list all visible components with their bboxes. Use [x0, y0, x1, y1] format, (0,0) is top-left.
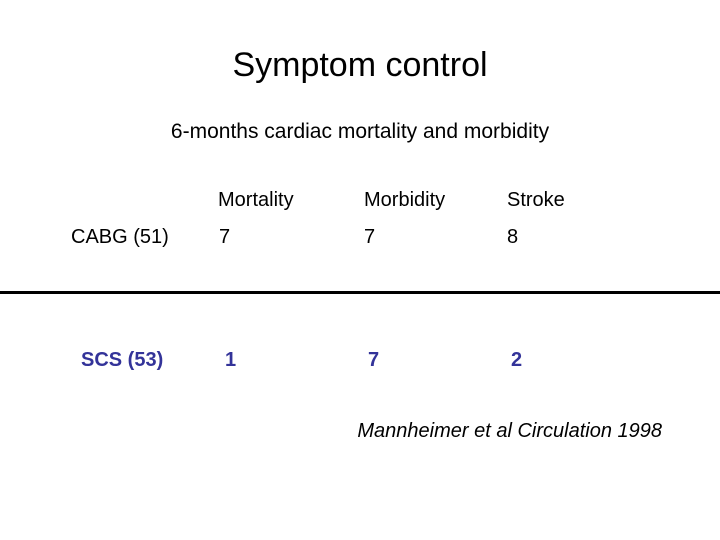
row-label-cabg: CABG (51) — [71, 226, 169, 248]
horizontal-divider — [0, 291, 720, 294]
cell-scs-mortality: 1 — [225, 349, 237, 371]
column-header-stroke: Stroke — [507, 189, 565, 211]
table-header-row: Mortality Morbidity Stroke — [0, 186, 720, 223]
column-header-mortality: Mortality — [218, 189, 294, 211]
row-label-scs: SCS (53) — [81, 349, 164, 371]
cell-cabg-mortality: 7 — [219, 226, 231, 248]
table-row: CABG (51) 7 7 8 — [0, 223, 720, 263]
cell-scs-stroke: 2 — [511, 349, 523, 371]
column-header-morbidity: Morbidity — [364, 189, 446, 211]
source-citation: Mannheimer et al Circulation 1998 — [357, 420, 662, 442]
cell-scs-morbidity: 7 — [368, 349, 380, 371]
cell-cabg-morbidity: 7 — [364, 226, 376, 248]
cell-cabg-stroke: 8 — [507, 226, 519, 248]
table-row: SCS (53) 1 7 2 — [0, 346, 720, 376]
page-title: Symptom control — [232, 46, 488, 84]
slide-subtitle: 6-months cardiac mortality and morbidity — [170, 120, 550, 143]
results-table: Mortality Morbidity Stroke CABG (51) 7 7… — [0, 186, 720, 263]
